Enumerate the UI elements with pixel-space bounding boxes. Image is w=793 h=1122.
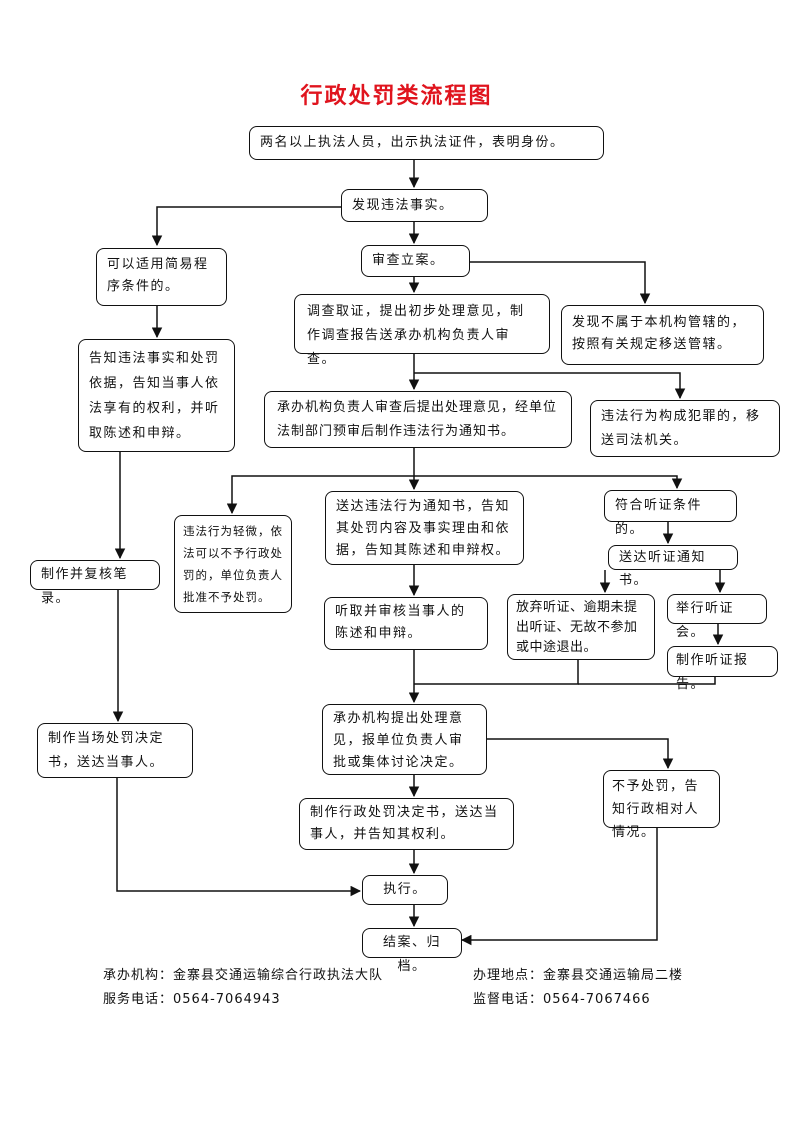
execute-step: 执行。 — [362, 875, 448, 905]
deliver-notice-step: 送达违法行为通知书，告知其处罚内容及事实理由和依据，告知其陈述和申辩权。 — [325, 491, 524, 565]
no-penalty-text: 不予处罚，告知行政相对人情况。 — [612, 779, 700, 840]
hold-hearing-text: 举行听证会。 — [676, 601, 735, 640]
page-title: 行政处罚类流程图 — [300, 84, 493, 109]
crime-transfer-step: 违法行为构成犯罪的，移送司法机关。 — [590, 400, 780, 457]
hearing-report-step: 制作听证报告。 — [667, 646, 778, 692]
hearing-eligible-text: 符合听证条件的。 — [615, 498, 703, 537]
minor-violation-text: 违法行为轻微，依法可以不予行政处罚的，单位负责人批准不予处罚。 — [183, 524, 283, 604]
review-step: 承办机构负责人审查后提出处理意见，经单位法制部门预审后制作违法行为通知书。 — [264, 391, 572, 448]
execute-text: 执行。 — [383, 882, 427, 897]
footer-org: 承办机构：金寨县交通运输综合行政执法大队 — [103, 968, 384, 983]
investigate-text: 调查取证，提出初步处理意见，制作调查报告送承办机构负责人审查。 — [307, 304, 525, 367]
propose-step: 承办机构提出处理意见，报单位负责人审批或集体讨论决定。 — [322, 704, 487, 775]
hearing-report-text: 制作听证报告。 — [676, 653, 749, 692]
onsite-decision-step: 制作当场处罚决定书，送达当事人。 — [37, 723, 193, 778]
inform-rights-step: 告知违法事实和处罚依据，告知当事人依法享有的权利，并听取陈述和申辩。 — [78, 339, 235, 452]
waive-hearing-step: 放弃听证、逾期未提出听证、无故不参加或中途退出。 — [507, 594, 655, 660]
hearing-notice-step: 送达听证通知书。 — [608, 545, 738, 588]
footer-supervise-phone: 监督电话：0564-7067466 — [473, 992, 651, 1007]
hearing-notice-text: 送达听证通知书。 — [619, 550, 707, 588]
footer-service-phone: 服务电话：0564-7064943 — [103, 992, 281, 1007]
inform-rights-text: 告知违法事实和处罚依据，告知当事人依法享有的权利，并听取陈述和申辩。 — [89, 351, 220, 441]
decision-step: 制作行政处罚决定书，送达当事人，并告知其权利。 — [299, 798, 514, 850]
investigate-step: 调查取证，提出初步处理意见，制作调查报告送承办机构负责人审查。 — [294, 294, 550, 367]
discover-step: 发现违法事实。 — [341, 189, 488, 222]
not-jurisdiction-step: 发现不属于本机构管辖的，按照有关规定移送管辖。 — [561, 305, 764, 365]
simple-procedure-text: 可以适用简易程序条件的。 — [107, 257, 209, 294]
simple-procedure-step: 可以适用简易程序条件的。 — [96, 248, 227, 306]
review-text: 承办机构负责人审查后提出处理意见，经单位法制部门预审后制作违法行为通知书。 — [277, 400, 558, 439]
listen-text: 听取并审核当事人的陈述和申辩。 — [335, 604, 466, 641]
deliver-notice-text: 送达违法行为通知书，告知其处罚内容及事实理由和依据，告知其陈述和申辩权。 — [336, 499, 511, 558]
close-step: 结案、归档。 — [362, 928, 462, 974]
decision-text: 制作行政处罚决定书，送达当事人，并告知其权利。 — [310, 805, 499, 842]
close-text: 结案、归档。 — [382, 935, 441, 974]
no-penalty-step: 不予处罚，告知行政相对人情况。 — [603, 770, 720, 840]
file-case-text: 审查立案。 — [372, 253, 445, 268]
propose-text: 承办机构提出处理意见，报单位负责人审批或集体讨论决定。 — [333, 711, 464, 770]
waive-hearing-text: 放弃听证、逾期未提出听证、无故不参加或中途退出。 — [516, 600, 638, 655]
identity-step-text: 两名以上执法人员，出示执法证件，表明身份。 — [260, 135, 565, 150]
onsite-decision-text: 制作当场处罚决定书，送达当事人。 — [48, 731, 165, 770]
record-text: 制作并复核笔录。 — [41, 567, 129, 606]
file-case-step: 审查立案。 — [361, 245, 470, 277]
not-jurisdiction-text: 发现不属于本机构管辖的，按照有关规定移送管辖。 — [572, 315, 747, 352]
hearing-eligible-step: 符合听证条件的。 — [604, 490, 737, 537]
listen-step: 听取并审核当事人的陈述和申辩。 — [324, 597, 488, 650]
crime-transfer-text: 违法行为构成犯罪的，移送司法机关。 — [601, 409, 761, 448]
identity-step: 两名以上执法人员，出示执法证件，表明身份。 — [249, 126, 604, 160]
record-step: 制作并复核笔录。 — [30, 560, 160, 606]
footer-address: 办理地点：金寨县交通运输局二楼 — [473, 968, 684, 983]
minor-violation-step: 违法行为轻微，依法可以不予行政处罚的，单位负责人批准不予处罚。 — [174, 515, 292, 613]
hold-hearing-step: 举行听证会。 — [667, 594, 767, 640]
discover-step-text: 发现违法事实。 — [352, 198, 454, 213]
